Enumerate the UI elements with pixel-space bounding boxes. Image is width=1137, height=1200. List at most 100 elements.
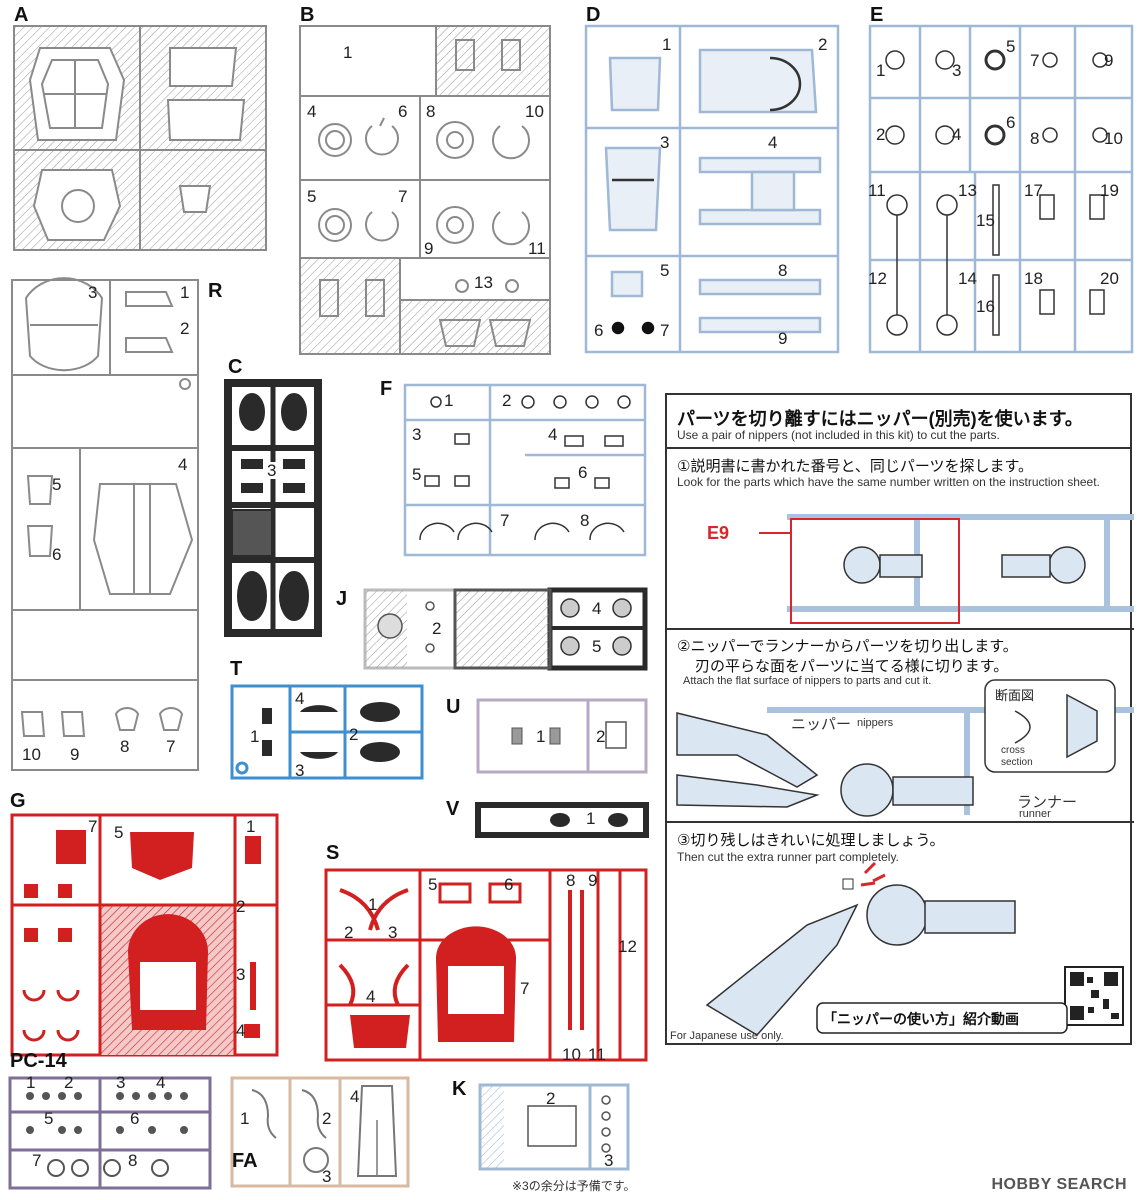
guide-title-en: Use a pair of nippers (not included in t… [677, 428, 1000, 442]
part-number: 3 [295, 761, 305, 780]
sprue-label-f: F [380, 378, 393, 400]
part-number: 5 [114, 823, 124, 842]
part-number: 5 [1006, 37, 1016, 56]
sprue-label-e: E [870, 4, 884, 26]
step1-text: ①説明書に書かれた番号と、同じパーツを探します。 [677, 458, 1034, 475]
part-number: 11 [528, 239, 546, 258]
part-number: 5 [592, 637, 602, 656]
part-number: 2 [349, 725, 359, 744]
part-number: 1 [246, 817, 256, 836]
cross-section-label: 断面図 [995, 688, 1035, 703]
part-number: 8 [566, 871, 576, 890]
part-number: 8 [1030, 129, 1040, 148]
sprue-a [13, 25, 267, 251]
part-number: 4 [366, 987, 376, 1006]
part-number: 4 [592, 599, 602, 618]
cross-section-label-en-1: cross [1001, 745, 1025, 756]
sprue-s [324, 868, 648, 1062]
step1-text-en: Look for the parts which have the same n… [677, 475, 1100, 489]
sprue-label-fa: FA [232, 1150, 258, 1172]
sprue-t [230, 684, 424, 780]
part-number: 8 [426, 102, 436, 121]
sprue-r [11, 277, 199, 771]
part-number: 1 [536, 727, 546, 746]
part-number: 9 [1104, 51, 1114, 70]
part-number: 3 [388, 923, 398, 942]
part-number: 10 [1104, 129, 1123, 148]
part-number: 8 [128, 1151, 138, 1170]
part-number: 6 [398, 102, 408, 121]
sprue-e [868, 24, 1134, 354]
sprue-label-r: R [208, 280, 223, 302]
sprue-k [478, 1083, 630, 1171]
runner-label: ランナー [1017, 794, 1078, 811]
part-number: 4 [156, 1073, 166, 1092]
part-number: 1 [343, 43, 353, 62]
part-number: 4 [952, 125, 962, 144]
sprue-label-t: T [230, 658, 243, 680]
step2-text-2: 刃の平らな面をパーツに当てる様に切ります。 [695, 658, 1009, 675]
part-number: 4 [768, 133, 778, 152]
part-number: 4 [236, 1021, 246, 1040]
part-number: 6 [504, 875, 514, 894]
sprue-label-v: V [446, 798, 460, 820]
part-number: 7 [520, 979, 530, 998]
part-number: 1 [876, 61, 886, 80]
part-number: 10 [22, 745, 41, 764]
part-number: 3 [322, 1167, 332, 1186]
part-number: 12 [618, 937, 637, 956]
step3-text-en: Then cut the extra runner part completel… [677, 850, 899, 864]
part-number: 5 [660, 261, 670, 280]
part-number: 11 [588, 1045, 606, 1064]
part-number: 6 [130, 1109, 140, 1128]
part-number: 7 [398, 187, 408, 206]
part-number: 1 [180, 283, 190, 302]
part-number: 8 [778, 261, 788, 280]
part-number: 1 [26, 1073, 36, 1092]
sprue-label-k: K [452, 1078, 467, 1100]
part-number: 7 [88, 817, 98, 836]
nipper-label: ニッパー [791, 716, 852, 733]
part-number: 7 [32, 1151, 42, 1170]
part-number: 7 [500, 511, 510, 530]
sprue-u [476, 698, 648, 774]
sprue-label-d: D [586, 4, 601, 26]
part-number: 14 [958, 269, 977, 288]
part-number: 3 [604, 1151, 614, 1170]
step3-text: ③切り残しはきれいに処理しましょう。 [677, 832, 945, 849]
part-number: 7 [166, 737, 176, 756]
sprue-f [403, 383, 647, 557]
part-number: 11 [868, 181, 886, 200]
sprue-label-a: A [14, 4, 29, 26]
part-number: 8 [580, 511, 590, 530]
step-illustrations [667, 514, 1134, 1036]
part-number: 4 [350, 1087, 360, 1106]
part-number: 3 [412, 425, 422, 444]
part-number: 7 [660, 321, 670, 340]
part-number: 3 [116, 1073, 126, 1092]
video-link[interactable]: 「ニッパーの使い方」紹介動画 [823, 1011, 1019, 1027]
part-number: 9 [588, 871, 598, 890]
part-number: 7 [1030, 51, 1040, 70]
part-number: 1 [368, 895, 378, 914]
part-number: 16 [976, 297, 995, 316]
part-number: 12 [868, 269, 887, 288]
part-number: 13 [474, 273, 493, 292]
step2-text: ②ニッパーでランナーからパーツを切り出します。 [677, 638, 1018, 655]
part-number: 2 [344, 923, 354, 942]
sprue-b [299, 25, 551, 355]
spare-part-note: ※3の余分は予備です。 [512, 1179, 636, 1193]
part-number: 20 [1100, 269, 1119, 288]
sprue-label-g: G [10, 790, 26, 812]
part-number: 5 [52, 475, 62, 494]
part-number: 2 [64, 1073, 74, 1092]
e9-callout: E9 [707, 523, 730, 543]
sprue-fa [230, 1076, 410, 1188]
japan-only-note: For Japanese use only. [670, 1030, 784, 1042]
guide-title: パーツを切り離すにはニッパー(別売)を使います。 [677, 409, 1083, 429]
part-number: 3 [88, 283, 98, 302]
part-number: 10 [525, 102, 544, 121]
part-number: 1 [250, 727, 260, 746]
step2-text-en: Attach the flat surface of nippers to pa… [683, 675, 932, 687]
